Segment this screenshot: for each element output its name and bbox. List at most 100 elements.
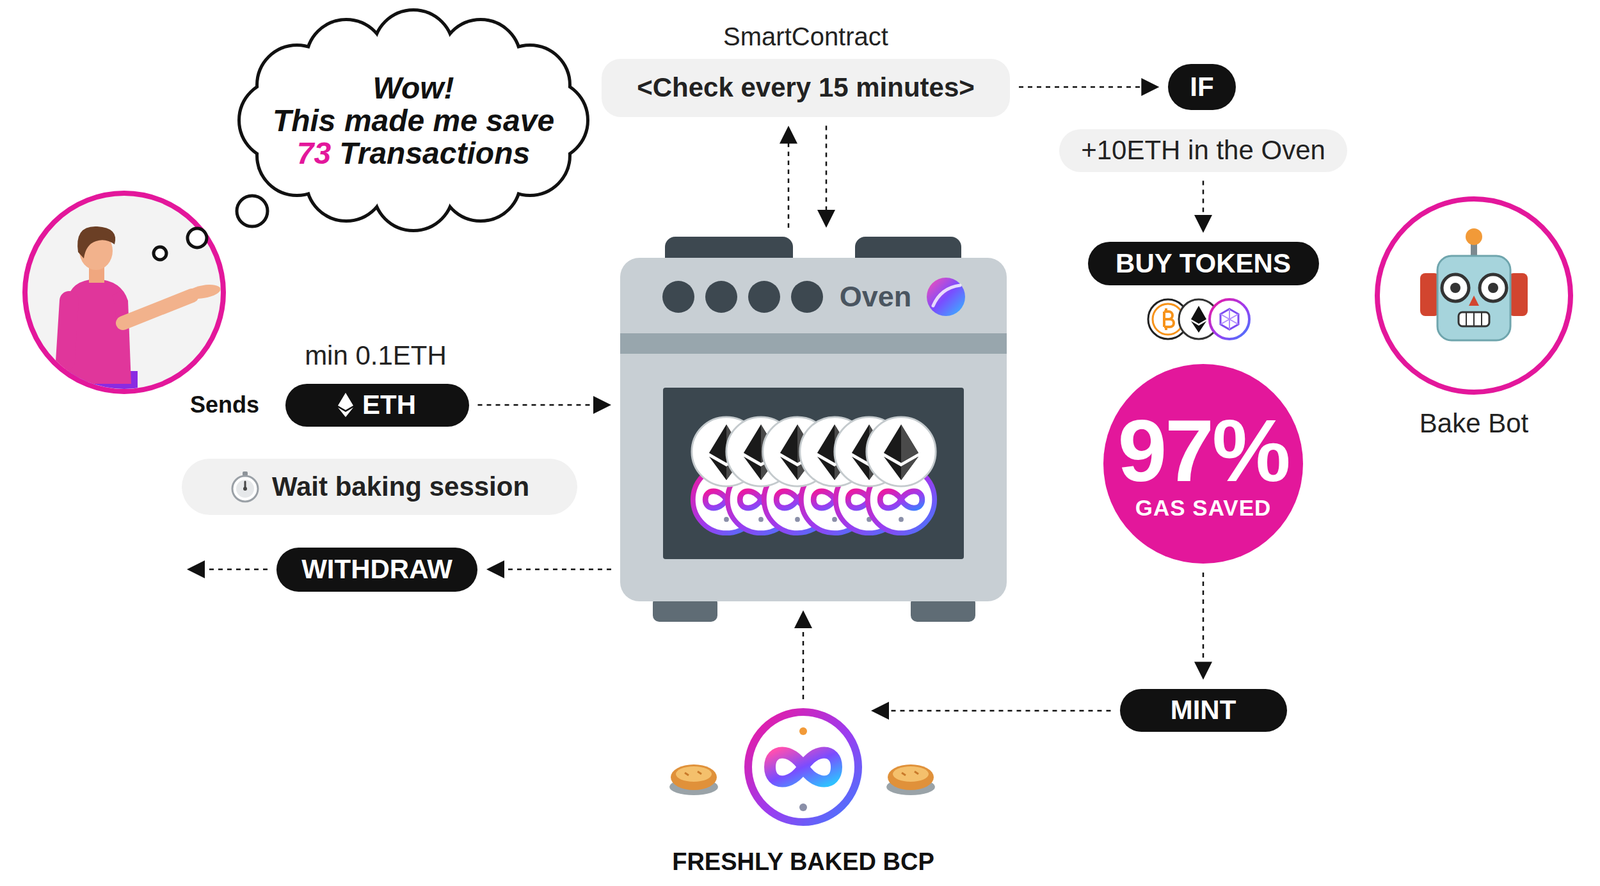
robot-illustration <box>1377 199 1571 393</box>
pie-icons-part <box>675 766 712 783</box>
pill-box: IF <box>1168 64 1236 111</box>
person-avatar-part-part <box>77 226 116 259</box>
robot-illustration-part <box>1441 274 1469 302</box>
token-icons <box>1148 299 1250 340</box>
pill-box: WITHDRAW <box>276 547 478 592</box>
arrow-head <box>871 702 889 720</box>
token-icons-part <box>1220 309 1239 330</box>
dashed-line <box>787 142 790 229</box>
robot-illustration-part <box>1377 199 1571 393</box>
arrow-head <box>1141 78 1160 96</box>
bcp-logo-part <box>748 712 859 823</box>
robot-illustration-part <box>1465 228 1483 246</box>
pie-icons-part <box>892 766 929 783</box>
dashed-line <box>503 568 612 571</box>
dashed-arrow <box>1194 572 1213 681</box>
robot-illustration-part <box>1450 282 1461 294</box>
oven-label-wrap: Oven <box>839 280 912 314</box>
bcp-node: FRESHLY BAKED BCP <box>744 708 863 827</box>
bcp-caption-wrap: FRESHLY BAKED BCP <box>672 848 935 877</box>
robot-illustration-part <box>1466 312 1482 327</box>
robot-illustration-part <box>1479 274 1507 302</box>
pill-label: ETH <box>362 389 416 421</box>
dashed-line <box>825 126 828 212</box>
person-avatar <box>24 193 224 410</box>
thought-tail-part <box>187 228 207 248</box>
heading: SmartContract <box>723 22 889 51</box>
token-icons-part <box>1191 305 1207 324</box>
pie-icons-part <box>684 771 702 776</box>
person-avatar-part-part <box>64 279 132 384</box>
timer-icon-part <box>243 487 248 491</box>
pill-label: IF <box>1189 71 1214 103</box>
dashed-arrow <box>817 126 836 229</box>
withdraw-out-arrow <box>186 560 268 579</box>
bubble-text: Transactions <box>339 136 530 171</box>
token-icons-part <box>1164 308 1174 331</box>
token-icons-part <box>1209 299 1250 340</box>
arrow-head <box>794 610 813 629</box>
bcp-logo-part <box>799 727 808 736</box>
bcp-caption: FRESHLY BAKED BCP <box>672 848 935 876</box>
bot-name-wrap: Bake Bot <box>1419 408 1529 440</box>
arrow-head <box>779 126 798 144</box>
pill-box: +10ETH in the Oven <box>1059 129 1348 173</box>
person-avatar-part-part <box>122 295 192 324</box>
bubble-node: Wow!This made me save73Transactions <box>240 11 587 230</box>
dashed-arrow <box>478 396 612 415</box>
oven-drawing-part <box>791 280 824 313</box>
eth-icon <box>337 392 354 418</box>
arrow-head <box>1194 215 1213 233</box>
action-label-wrap: Sends <box>190 391 260 419</box>
pill-label: MINT <box>1170 695 1237 726</box>
exclamation: Wow! <box>372 71 454 105</box>
dashed-line <box>1018 86 1143 89</box>
gas-node: 97%GAS SAVED <box>1103 364 1304 564</box>
pie-icons-part <box>901 771 919 776</box>
oven-drawing-part <box>926 277 966 317</box>
eth-icon-part <box>337 407 354 418</box>
minimum-note-wrap: min 0.1ETH <box>304 340 447 372</box>
oven-node: Oven <box>620 236 1007 602</box>
big-percent: 97% <box>1117 406 1289 495</box>
heading-wrap: SmartContract <box>723 21 889 52</box>
pie-icons-part <box>670 764 717 791</box>
pill-label: BUY TOKENS <box>1115 248 1291 280</box>
pie-icons-part <box>887 764 934 791</box>
pill-box: ETH <box>285 384 470 427</box>
dashed-arrow <box>1194 181 1213 234</box>
robot-illustration-part <box>1468 295 1480 306</box>
pill-box: BUY TOKENS <box>1088 241 1320 286</box>
person-avatar-part <box>60 226 222 410</box>
dashed-arrow <box>1018 78 1160 96</box>
bot-node: Bake Bot <box>1374 196 1574 395</box>
bcp-logo-part <box>799 803 808 812</box>
oven-drawing-part <box>705 280 738 313</box>
oven-drawing <box>620 236 1007 623</box>
pill-label: Wait baking session <box>272 471 530 503</box>
thought-tail-part <box>236 195 268 227</box>
oven-drawing-part <box>748 280 781 313</box>
bcp-logo <box>748 712 859 823</box>
eth-icon-part <box>337 392 354 411</box>
dashed-line <box>1202 181 1205 217</box>
robot-illustration-part <box>1488 282 1499 294</box>
box-label: <Check every 15 minutes> <box>636 72 975 104</box>
oven-drawing-part <box>663 387 964 560</box>
dashed-line <box>887 710 1112 713</box>
person-avatar-part <box>24 193 224 392</box>
pill-label: WITHDRAW <box>301 554 453 585</box>
dashed-line <box>478 404 596 407</box>
highlight-number: 73 <box>296 136 331 171</box>
text-line: 73Transactions <box>296 136 530 170</box>
withdraw-out-arrow-part <box>186 560 205 579</box>
pill-box: Wait baking session <box>181 458 578 516</box>
timer-icon <box>229 471 261 504</box>
bcp-logo-part <box>769 753 837 783</box>
oven-drawing-part <box>620 257 1007 602</box>
oven-drawing-part <box>866 417 936 487</box>
minimum-note: min 0.1ETH <box>304 340 447 371</box>
